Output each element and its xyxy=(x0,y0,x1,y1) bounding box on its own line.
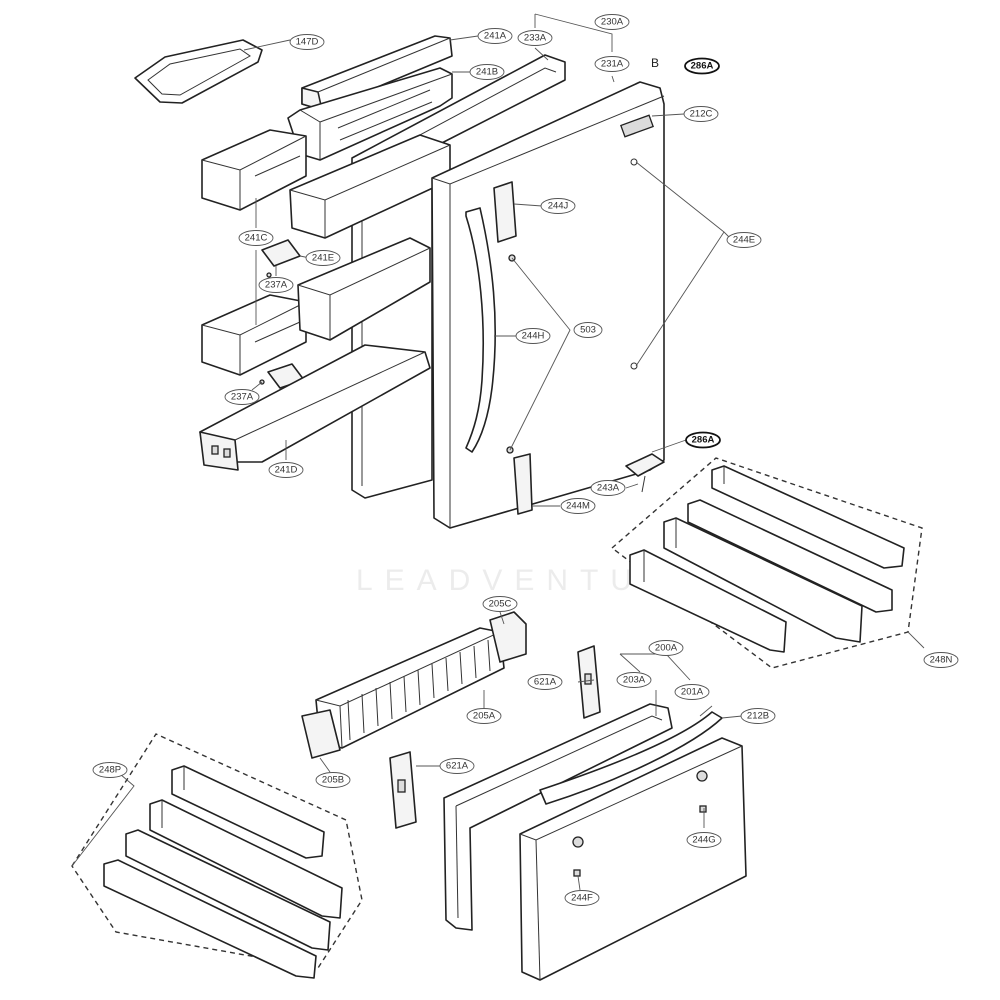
door-bin-241b xyxy=(287,67,453,161)
clip-237a-upper xyxy=(261,239,301,278)
badge-212c xyxy=(620,114,654,138)
bracket-621a-lower xyxy=(389,751,417,829)
callout-label: 205A xyxy=(473,711,496,722)
hinge-243a xyxy=(625,453,665,493)
callout-label: 147D xyxy=(296,37,319,48)
callout-286a-mid: 286A xyxy=(685,431,721,449)
callout-label: 212B xyxy=(747,711,769,722)
callout-label: 286A xyxy=(692,435,715,446)
callout-237a-lower: 237A xyxy=(224,389,260,405)
callout-237a-upper: 237A xyxy=(258,277,294,293)
callout-248p: 248P xyxy=(92,762,128,778)
callout-244f: 244F xyxy=(564,890,600,906)
callout-200a: 200A xyxy=(648,640,684,656)
callout-label: 201A xyxy=(681,687,704,698)
callout-label: 244G xyxy=(692,835,715,846)
callout-label: 244F xyxy=(571,893,593,904)
handle-cap-244m xyxy=(513,453,533,515)
callout-201a: 201A xyxy=(674,684,710,700)
callout-241a: 241A xyxy=(477,28,513,44)
callout-label: 230A xyxy=(601,17,624,28)
callout-241d: 241D xyxy=(268,462,304,478)
callout-244j: 244J xyxy=(540,198,576,214)
callout-241e: 241E xyxy=(305,250,341,266)
tray-147d xyxy=(134,39,263,104)
callout-label: 231A xyxy=(601,59,624,70)
callout-label: 241B xyxy=(476,67,498,78)
callout-label: 244E xyxy=(733,235,755,246)
callout-label: 503 xyxy=(580,325,596,336)
callout-label: 243A xyxy=(597,483,620,494)
callout-621a-upper: 621A xyxy=(527,674,563,690)
door-bin-241c-upper xyxy=(201,129,307,211)
freezer-drawer-panel xyxy=(519,737,747,981)
door-bin-241a xyxy=(301,35,453,111)
callout-label: 241C xyxy=(245,233,268,244)
callout-243a: 243A xyxy=(590,480,626,496)
callout-label: 200A xyxy=(655,643,678,654)
door-bin-middle-1 xyxy=(289,134,451,239)
callout-label: 203A xyxy=(623,675,646,686)
callout-label: 248P xyxy=(99,765,121,776)
callout-621a-lower: 621A xyxy=(439,758,475,774)
callout-248n: 248N xyxy=(923,652,959,668)
bracket-621a-upper xyxy=(577,645,601,719)
watermark-text: LEADVENTU xyxy=(356,564,644,597)
callout-label: 248N xyxy=(930,655,953,666)
callout-label: 241D xyxy=(275,465,298,476)
callout-503: 503 xyxy=(573,322,603,338)
callout-212c: 212C xyxy=(683,106,719,122)
callout-205a: 205A xyxy=(466,708,502,724)
callout-286a-top: 286A xyxy=(684,57,720,75)
callout-241c: 241C xyxy=(238,230,274,246)
basket-side-205c xyxy=(489,611,527,663)
callout-233a: 233A xyxy=(517,30,553,46)
callout-label: 244M xyxy=(566,501,590,512)
callout-244g: 244G xyxy=(686,832,722,848)
door-handle-244h xyxy=(465,207,497,453)
callout-241b: 241B xyxy=(469,64,505,80)
callout-244h: 244H xyxy=(515,328,551,344)
callout-205b: 205B xyxy=(315,772,351,788)
callout-212b: 212B xyxy=(740,708,776,724)
door-bin-241c-lower xyxy=(201,294,307,376)
handle-cap-244j xyxy=(493,181,517,243)
refrigerator-door-panel xyxy=(431,81,665,529)
callout-label: 237A xyxy=(265,280,288,291)
label-b: B xyxy=(651,56,659,70)
callout-244m: 244M xyxy=(560,498,596,514)
callout-label: 205C xyxy=(489,599,512,610)
basket-side-205b xyxy=(301,709,341,759)
door-bin-241d xyxy=(199,344,431,471)
rail-assembly-248n xyxy=(610,457,923,669)
callout-147d: 147D xyxy=(289,34,325,50)
callout-231a: 231A xyxy=(594,56,630,72)
freezer-basket-205a xyxy=(315,627,505,749)
callout-label: 212C xyxy=(690,109,713,120)
callout-205c: 205C xyxy=(482,596,518,612)
callout-230a: 230A xyxy=(594,14,630,30)
callout-label: 244J xyxy=(548,201,569,212)
callout-203a: 203A xyxy=(616,672,652,688)
drawer-handle-212b xyxy=(539,711,723,805)
callout-244e: 244E xyxy=(726,232,762,248)
callout-label: 621A xyxy=(446,761,469,772)
door-bin-middle-2 xyxy=(297,237,431,341)
callout-label: 621A xyxy=(534,677,557,688)
callout-label: 237A xyxy=(231,392,254,403)
callout-label: 241E xyxy=(312,253,334,264)
callout-label: 286A xyxy=(691,61,714,72)
callout-label: 205B xyxy=(322,775,344,786)
callout-label: 241A xyxy=(484,31,507,42)
callout-label: 244H xyxy=(522,331,545,342)
rail-assembly-248p xyxy=(71,733,363,979)
callout-label: 233A xyxy=(524,33,547,44)
